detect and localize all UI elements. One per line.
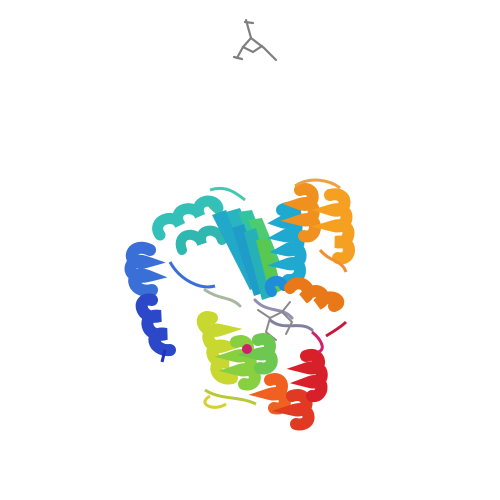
teal-helix-region xyxy=(152,186,246,255)
active-site-residue xyxy=(242,344,252,354)
orange-helix-domain xyxy=(280,178,355,312)
detached-ligand-sticks xyxy=(232,18,278,62)
central-loops xyxy=(203,288,314,332)
cyan-helix-right xyxy=(264,201,307,297)
c-terminal-helices xyxy=(248,320,348,431)
n-terminal-helices xyxy=(124,241,216,363)
